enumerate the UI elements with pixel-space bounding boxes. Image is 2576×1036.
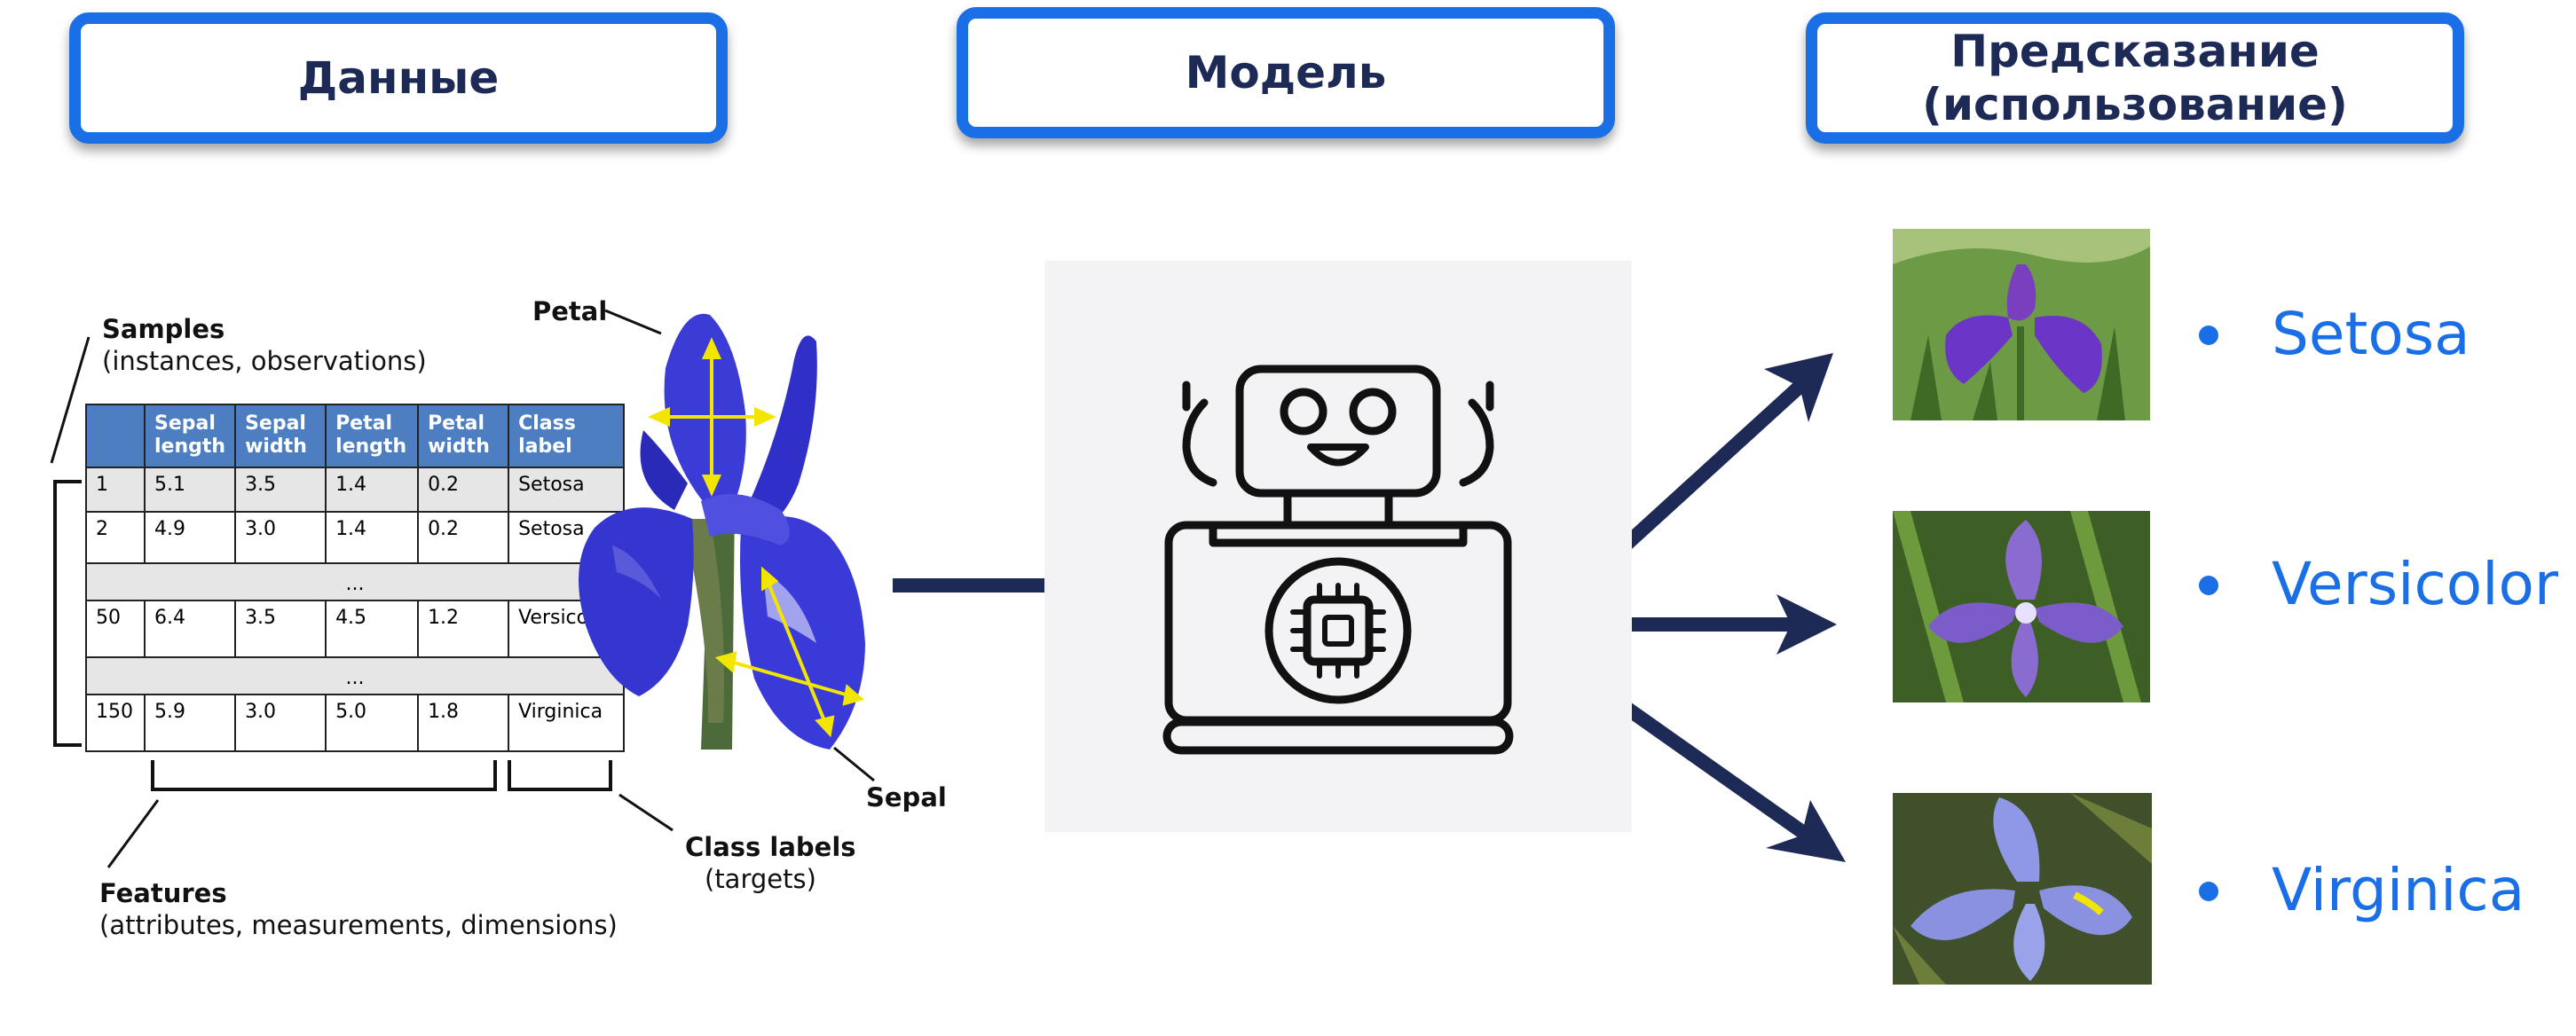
sepal-cross-arrows-icon bbox=[714, 566, 865, 738]
header-data: Данные bbox=[69, 12, 728, 144]
prediction-versicolor: Versicolor bbox=[2272, 550, 2559, 618]
iris-flower-illustration bbox=[579, 313, 865, 750]
table-header-cell: Class label bbox=[508, 404, 626, 468]
header-prediction-label: Предсказание (использование) bbox=[1922, 26, 2348, 130]
table-cell: 5.9 bbox=[143, 693, 237, 752]
arrow-to-versicolor bbox=[1603, 594, 1837, 655]
table-header-cell: Sepal length bbox=[143, 404, 237, 468]
table-cell: Setosa bbox=[508, 466, 626, 513]
table-cell: 1.4 bbox=[325, 510, 420, 564]
table-cell: 3.5 bbox=[234, 466, 327, 513]
features-subtitle: (attributes, measurements, dimensions) bbox=[99, 910, 618, 940]
table-ellipsis-cell: ... bbox=[84, 561, 626, 601]
model-panel bbox=[1044, 261, 1632, 832]
table-cell: 2 bbox=[85, 510, 146, 564]
prediction-setosa: Setosa bbox=[2272, 300, 2470, 368]
bullet-icon bbox=[2199, 882, 2218, 901]
petal-cross-arrows-icon bbox=[648, 337, 776, 497]
table-header-cell: Petal length bbox=[325, 404, 420, 468]
table-cell: 4.9 bbox=[143, 510, 237, 564]
table-cell: 0.2 bbox=[417, 510, 510, 564]
samples-title: Samples bbox=[102, 314, 225, 344]
prediction-virginica: Virginica bbox=[2272, 856, 2525, 924]
table-ellipsis-row: ... bbox=[84, 561, 626, 601]
table-row: 150 5.9 3.0 5.0 1.8 Virginica bbox=[85, 693, 626, 752]
class-labels-title: Class labels bbox=[685, 832, 856, 862]
header-data-label: Данные bbox=[297, 52, 500, 104]
table-cell: 4.5 bbox=[325, 599, 420, 658]
header-model: Модель bbox=[957, 7, 1615, 138]
table-ellipsis-row: ... bbox=[84, 655, 626, 695]
table-header-cell: Sepal width bbox=[234, 404, 327, 468]
table-cell: 0.2 bbox=[417, 466, 510, 513]
class-labels-subtitle: (targets) bbox=[705, 864, 816, 894]
table-header-row: Sepal length Sepal width Petal length Pe… bbox=[85, 404, 626, 468]
table-cell: 6.4 bbox=[143, 599, 237, 658]
table-cell: 3.0 bbox=[234, 510, 327, 564]
table-ellipsis-cell: ... bbox=[84, 655, 626, 695]
iris-sepal bbox=[579, 507, 694, 696]
virginica-photo bbox=[1893, 793, 2152, 985]
table-cell: 5.0 bbox=[325, 693, 420, 752]
header-model-label: Модель bbox=[1185, 47, 1387, 98]
samples-subtitle: (instances, observations) bbox=[102, 346, 427, 376]
table-header-cell bbox=[85, 404, 146, 468]
table-cell: 1.4 bbox=[325, 466, 420, 513]
setosa-photo bbox=[1893, 229, 2150, 420]
versicolor-photo bbox=[1893, 511, 2150, 702]
iris-data-table: Sepal length Sepal width Petal length Pe… bbox=[84, 404, 626, 752]
table-cell: 150 bbox=[85, 693, 146, 752]
sepal-label: Sepal bbox=[866, 782, 947, 812]
table-cell: 50 bbox=[85, 599, 146, 658]
petal-label: Petal bbox=[532, 296, 608, 326]
bullet-icon bbox=[2199, 326, 2218, 345]
table-cell: 3.5 bbox=[234, 599, 327, 658]
table-cell: 1.2 bbox=[417, 599, 510, 658]
features-title: Features bbox=[99, 878, 227, 908]
table-cell: Virginica bbox=[508, 693, 626, 752]
bullet-icon bbox=[2199, 576, 2218, 595]
table-cell: 1 bbox=[85, 466, 146, 513]
header-prediction: Предсказание (использование) bbox=[1806, 12, 2464, 144]
table-row: 1 5.1 3.5 1.4 0.2 Setosa bbox=[85, 466, 626, 513]
table-header-cell: Petal width bbox=[417, 404, 510, 468]
robot-laptop-icon bbox=[1162, 365, 1514, 755]
table-cell: 1.8 bbox=[417, 693, 510, 752]
table-cell: 3.0 bbox=[234, 693, 327, 752]
table-cell: 5.1 bbox=[143, 466, 237, 513]
